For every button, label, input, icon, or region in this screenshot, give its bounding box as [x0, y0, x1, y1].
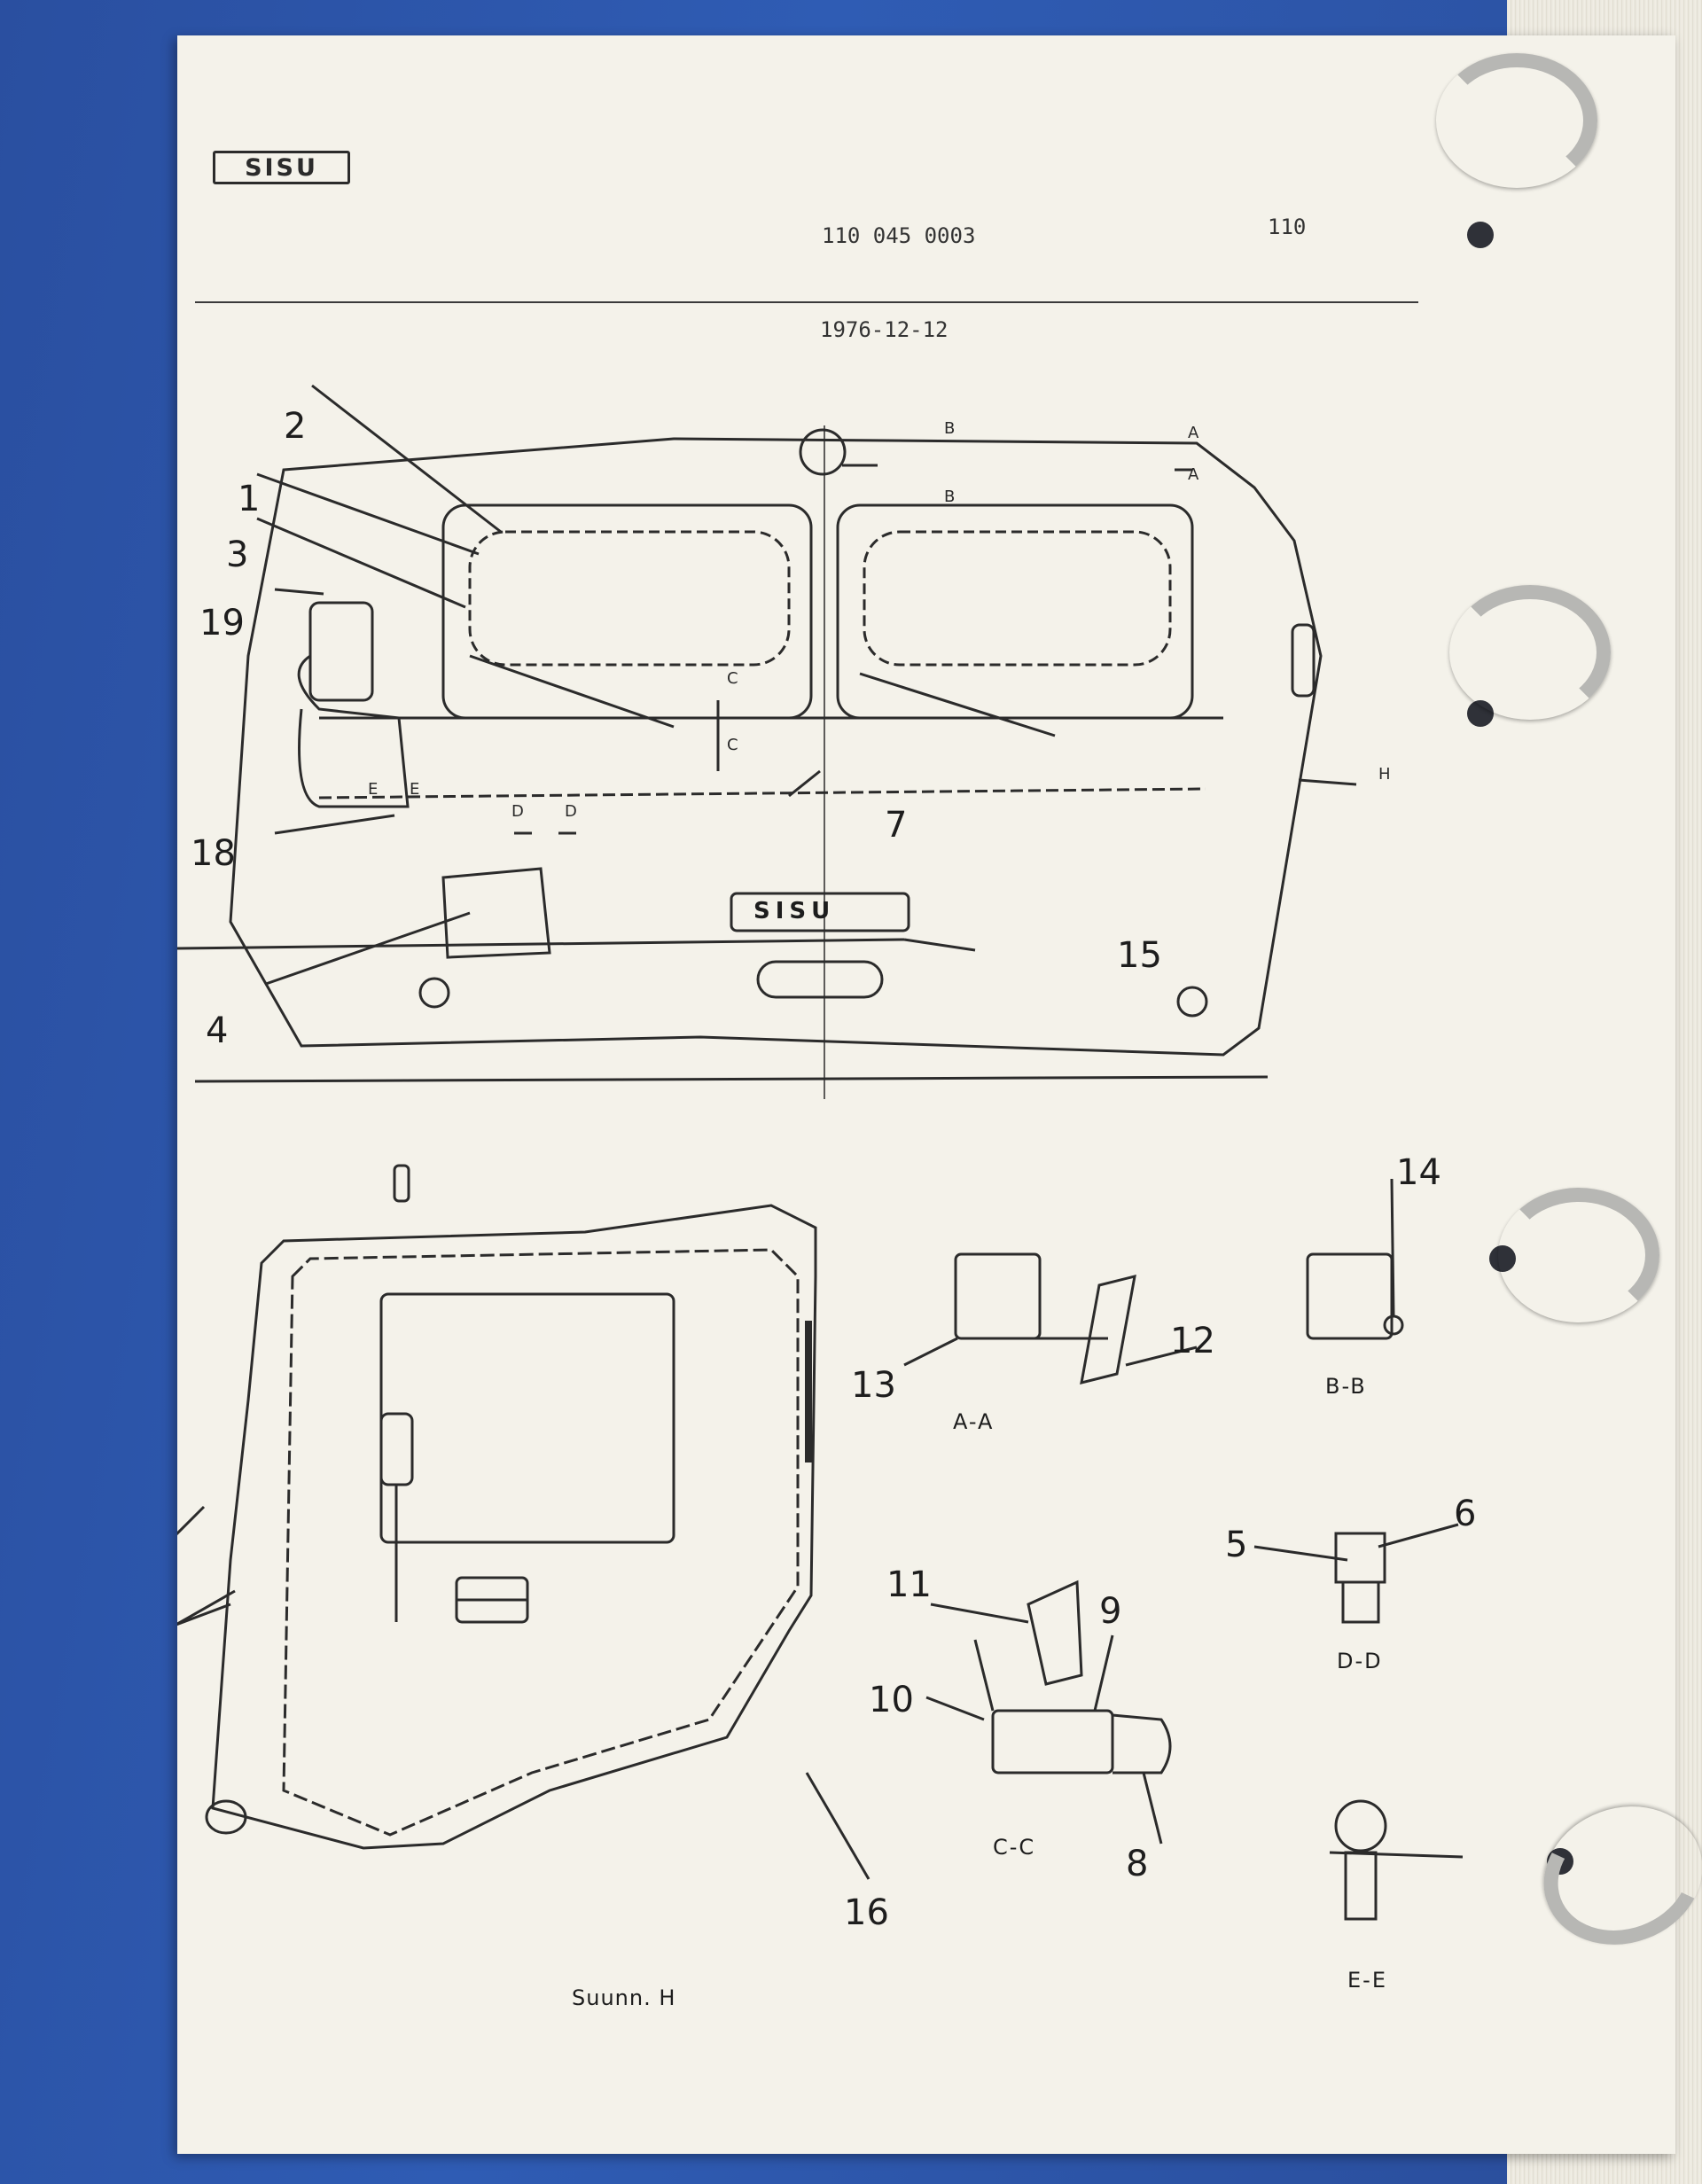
view-label-bb: B-B: [1325, 1374, 1367, 1399]
callout-15: 15: [1117, 935, 1162, 976]
binder-ring-3: [1498, 1188, 1659, 1322]
callout-6: 6: [1454, 1494, 1477, 1534]
view-label-dd: D-D: [1337, 1649, 1383, 1673]
punch-hole-4: [1547, 1848, 1573, 1875]
callout-13: 13: [851, 1365, 896, 1406]
marker-a-bottom: A: [1188, 465, 1199, 484]
callout-8: 8: [1126, 1844, 1149, 1884]
panel-logo-text: SISU: [753, 898, 836, 924]
marker-d-left: D: [511, 802, 524, 821]
callout-18: 18: [191, 833, 236, 874]
callout-2: 2: [284, 406, 307, 447]
view-label-side: Suunn. H: [572, 1985, 676, 2010]
callout-7: 7: [885, 805, 908, 846]
binder-ring-2: [1449, 585, 1611, 720]
front-nameplate: [730, 892, 910, 932]
callout-5: 5: [1225, 1525, 1248, 1565]
callout-4: 4: [206, 1010, 229, 1051]
marker-c-top: C: [727, 669, 738, 688]
marker-b-top: B: [944, 419, 956, 438]
windshield-right: [836, 503, 1194, 720]
header-rule: [195, 301, 1418, 303]
marker-e-right: E: [410, 780, 420, 799]
callout-14: 14: [1396, 1152, 1441, 1193]
page-number: 110: [1268, 214, 1307, 239]
view-label-cc: C-C: [993, 1835, 1036, 1860]
punch-hole-1: [1467, 222, 1494, 248]
callout-12: 12: [1170, 1321, 1215, 1361]
callout-19: 19: [199, 603, 245, 644]
marker-h: H: [1378, 765, 1391, 784]
windshield-left: [441, 503, 813, 720]
callout-3: 3: [226, 534, 249, 575]
cab-technical-drawing: [177, 384, 1464, 1921]
section-bb-plate: [1306, 1252, 1394, 1340]
callout-9: 9: [1099, 1591, 1122, 1632]
sisu-logo: SISU: [213, 151, 350, 184]
sisu-logo-text: SISU: [239, 153, 324, 182]
view-label-aa: A-A: [953, 1409, 995, 1434]
callout-11: 11: [886, 1564, 932, 1605]
marker-a-top: A: [1188, 424, 1199, 442]
marker-e-left: E: [368, 780, 379, 799]
document-page: SISU 110 045 0003 110 1976-12-12: [177, 35, 1675, 2154]
callout-16: 16: [844, 1892, 889, 1933]
marker-c-bottom: C: [727, 736, 738, 754]
marker-d-right: D: [565, 802, 577, 821]
callout-1: 1: [238, 479, 261, 519]
marker-b-bottom: B: [944, 488, 956, 506]
section-aa-plate: [954, 1252, 1042, 1340]
section-cc-motor: [991, 1709, 1114, 1774]
cab-front-outline: [229, 437, 1323, 1057]
view-label-ee: E-E: [1347, 1968, 1387, 1993]
binder-ring-1: [1436, 53, 1597, 188]
side-window: [379, 1292, 675, 1544]
document-number: 110 045 0003: [822, 223, 976, 248]
document-date: 1976-12-12: [820, 317, 949, 342]
cab-side-outline: [211, 1204, 817, 1850]
callout-10: 10: [869, 1680, 914, 1720]
